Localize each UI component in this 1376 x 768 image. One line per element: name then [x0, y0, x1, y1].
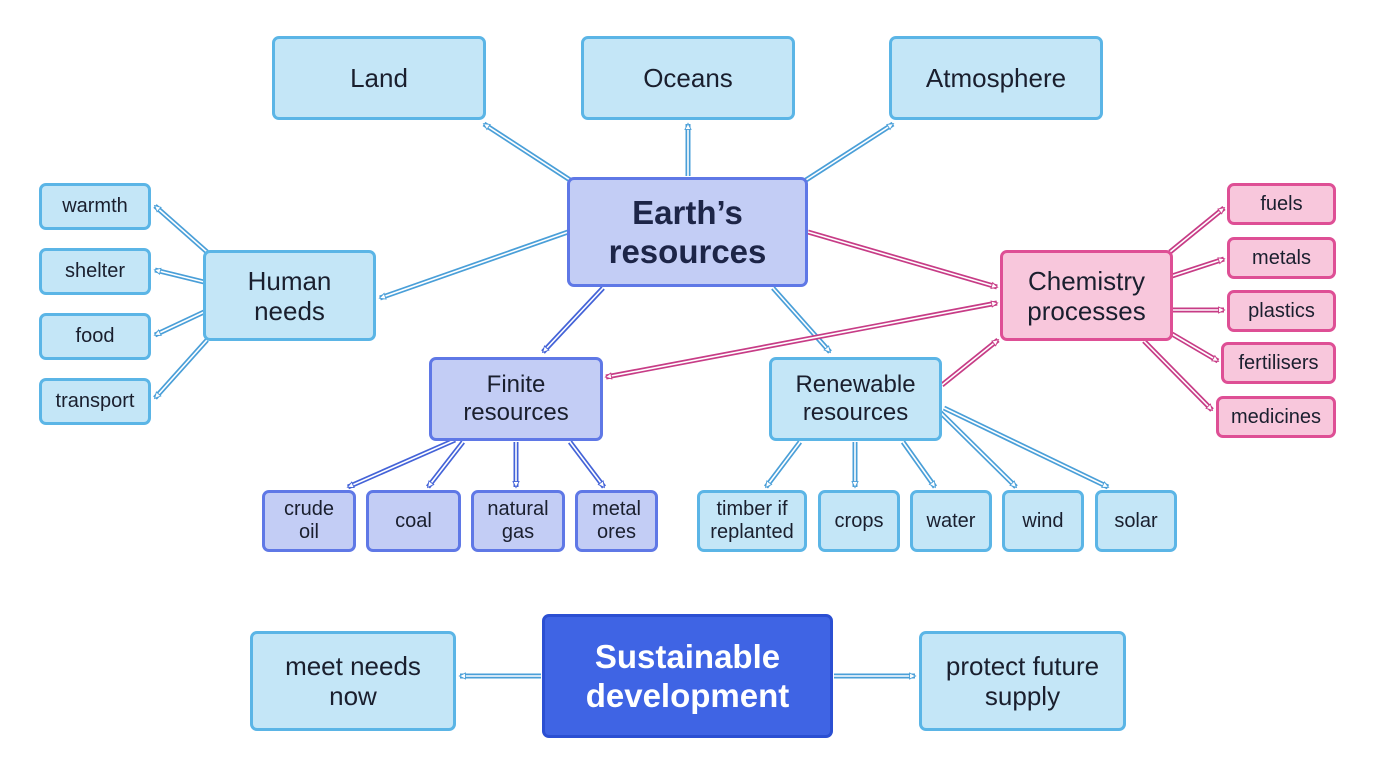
arrow-center-atmosphere-core: [805, 123, 895, 181]
product-plastics: plastics: [1227, 290, 1336, 332]
need-transport: transport: [39, 378, 151, 425]
arrow-needs-food-core: [153, 311, 205, 336]
product-metals: metals: [1227, 237, 1336, 279]
land-node: Land: [272, 36, 486, 120]
arrow-center-chemistry-core: [807, 231, 999, 289]
arrow-finite-chemistry-core: [604, 300, 999, 380]
arrow-renewable-chemistry-core: [941, 338, 1000, 386]
finite-coal: coal: [366, 490, 461, 552]
arrow-center-human-needs-core: [378, 231, 569, 300]
renewable-crops: crops: [818, 490, 900, 552]
chemistry-processes-node: Chemistry processes: [1000, 250, 1173, 341]
renewable-wind: wind: [1002, 490, 1084, 552]
renewable-water: water: [910, 490, 992, 552]
need-warmth: warmth: [39, 183, 151, 230]
arrow-finite-metal-ores-core: [569, 441, 605, 489]
atmosphere-node: Atmosphere: [889, 36, 1103, 120]
arrow-chem-fuels-core: [1169, 206, 1226, 253]
arrow-chem-fertilisers-core: [1171, 333, 1220, 362]
renewable-solar: solar: [1095, 490, 1177, 552]
arrow-center-land-core: [482, 123, 571, 181]
arrow-needs-shelter-core: [153, 267, 205, 283]
product-fuels: fuels: [1227, 183, 1336, 225]
human-needs-node: Human needs: [203, 250, 376, 341]
finite-resources-node: Finite resources: [429, 357, 603, 441]
product-medicines: medicines: [1216, 396, 1336, 438]
renewable-timber: timber if replanted: [697, 490, 807, 552]
arrow-chem-metals-core: [1171, 257, 1226, 277]
arrow-chem-medicines-core: [1143, 340, 1214, 412]
need-food: food: [39, 313, 151, 360]
oceans-node: Oceans: [581, 36, 795, 120]
arrow-needs-transport-core: [153, 339, 208, 400]
product-fertilisers: fertilisers: [1221, 342, 1336, 384]
protect-future-supply-node: protect future supply: [919, 631, 1126, 731]
finite-crude-oil: crude oil: [262, 490, 356, 552]
meet-needs-now-node: meet needs now: [250, 631, 456, 731]
arrow-renew-wind-core: [939, 411, 1018, 489]
arrow-center-finite-core: [541, 287, 604, 354]
renewable-resources-node: Renewable resources: [769, 357, 942, 441]
arrow-renew-solar-core: [943, 407, 1110, 488]
arrow-finite-crude-oil-core: [346, 439, 456, 489]
arrow-finite-coal-core: [427, 441, 464, 489]
finite-natural-gas: natural gas: [471, 490, 565, 552]
arrow-renew-timber-core: [765, 441, 801, 489]
arrow-renew-water-core: [902, 441, 936, 489]
earths-resources-node: Earth’s resources: [567, 177, 808, 287]
sustainable-development-node: Sustainable development: [542, 614, 833, 738]
need-shelter: shelter: [39, 248, 151, 295]
arrow-needs-warmth-core: [153, 204, 208, 253]
finite-metal-ores: metal ores: [575, 490, 658, 552]
